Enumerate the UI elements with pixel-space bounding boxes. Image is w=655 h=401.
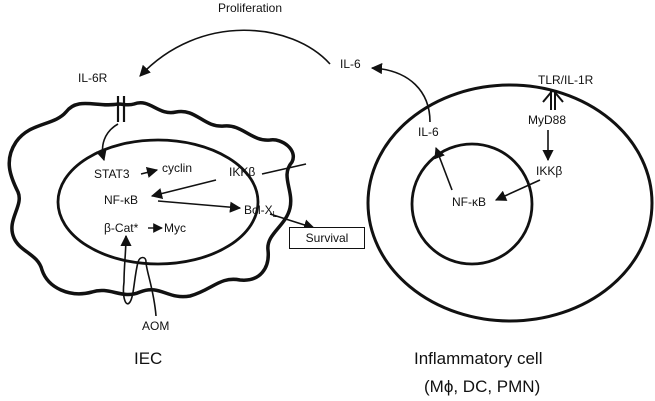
ikk-to-nfkb-left-arrow — [150, 179, 217, 199]
il6r-label: IL-6R — [78, 71, 108, 85]
ikk-input-line — [261, 163, 307, 175]
bclxl-to-survival-arrow — [269, 213, 316, 231]
bcat-label: β-Cat* — [104, 221, 139, 235]
nfkb-to-il6-arrow — [434, 146, 453, 191]
il6-cell-label: IL-6 — [418, 125, 439, 139]
nfkb-right-label: NF-κB — [452, 195, 486, 209]
iec-nucleus — [56, 138, 260, 266]
bclxl-label: Bcl-XL — [244, 203, 278, 219]
aom-arrow — [120, 234, 157, 317]
nfkb-to-bclxl-arrow — [157, 200, 242, 213]
inflammatory-cell-label: Inflammatory cell — [414, 349, 542, 368]
ikk-to-nfkb-right-arrow — [494, 179, 541, 201]
inflammatory-cell-membrane — [366, 83, 654, 323]
stat3-to-cyclin-arrow — [140, 167, 159, 178]
aom-label: AOM — [142, 319, 169, 333]
myc-label: Myc — [164, 221, 186, 235]
ikkb-left-label: IKKβ — [229, 165, 255, 179]
nfkb-left-label: NF-κB — [104, 193, 138, 207]
myd88-label: MyD88 — [528, 113, 566, 127]
cyclin-label: cyclin — [162, 161, 192, 175]
stat3-label: STAT3 — [94, 167, 130, 181]
proliferation-label: Proliferation — [218, 1, 282, 15]
inflammatory-nucleus — [410, 142, 534, 266]
cell-types-label: (Mϕ, DC, PMN) — [424, 377, 540, 396]
il6-secreted-label: IL-6 — [340, 57, 361, 71]
il6r-to-stat3-arrow — [95, 123, 119, 162]
il6-secretion-arrow — [370, 62, 431, 123]
iec-label: IEC — [134, 349, 162, 368]
survival-box: Survival — [289, 227, 365, 249]
ikkb-right-label: IKKβ — [536, 164, 562, 178]
il6r-receptor-icon — [116, 96, 126, 122]
iec-cell-membrane — [7, 101, 296, 299]
tlr-label: TLR/IL-1R — [538, 73, 594, 87]
proliferation-arrow — [139, 29, 331, 77]
survival-label: Survival — [305, 231, 349, 245]
tlr-receptor-icon — [542, 89, 564, 110]
